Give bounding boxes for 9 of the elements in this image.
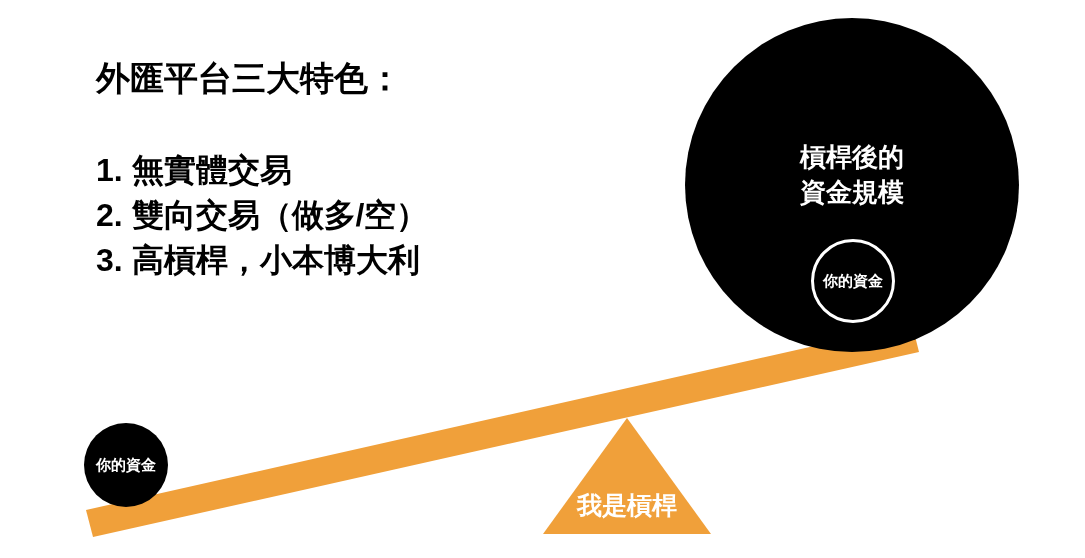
list-item: 2. 雙向交易（做多/空） xyxy=(96,196,429,235)
list-item: 1. 無實體交易 xyxy=(96,151,293,190)
title: 外匯平台三大特色： xyxy=(96,58,402,99)
fulcrum-label: 我是槓桿 xyxy=(577,489,677,521)
list-item: 3. 高槓桿，小本博大利 xyxy=(96,241,421,280)
circle-label: 你的資金 xyxy=(823,270,883,291)
circle-label: 你的資金 xyxy=(96,454,156,475)
circle-label: 槓桿後的資金規模 xyxy=(798,141,905,209)
fulcrum-triangle xyxy=(543,418,711,534)
